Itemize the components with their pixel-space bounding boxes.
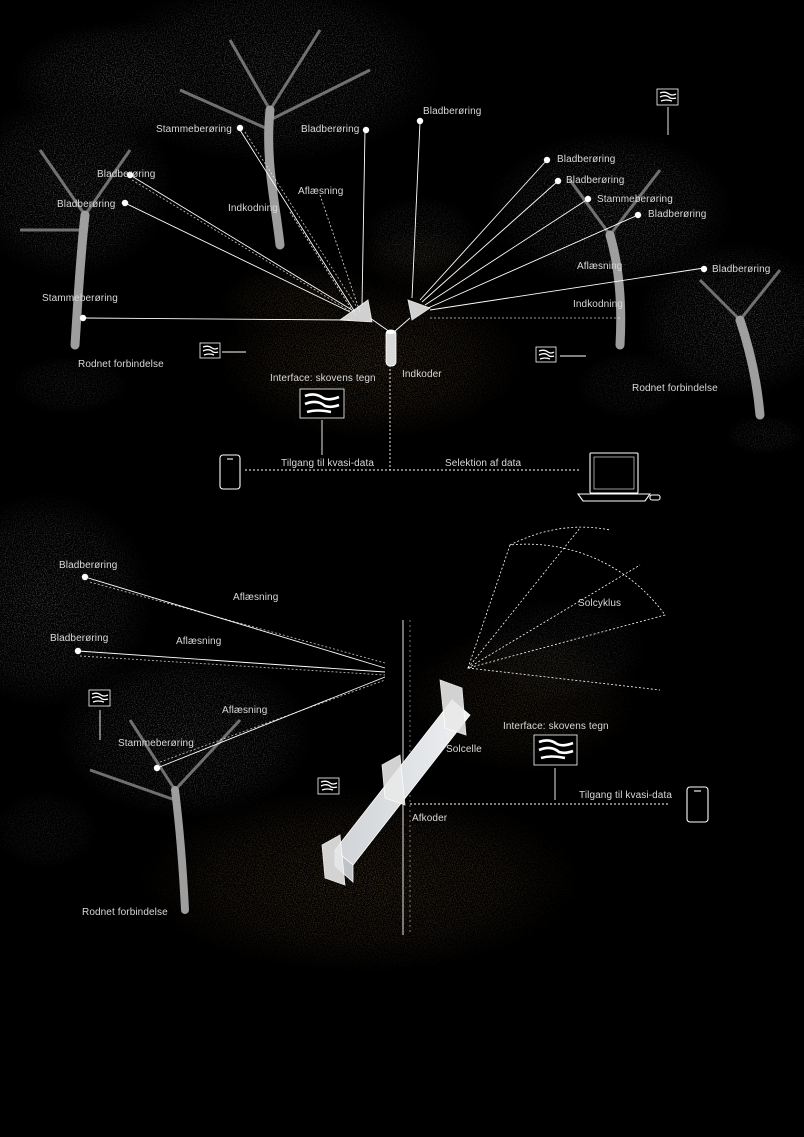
label-root-connection: Rodnet forbindelse: [78, 359, 164, 370]
label-decoder: Afkoder: [412, 813, 448, 824]
label-reading: Aflæsning: [577, 261, 623, 272]
label-encoding: Indkodning: [228, 203, 278, 214]
sun-cycle-fan: [467, 526, 666, 691]
tree-sign-icon: [656, 88, 679, 106]
diagram-1-nodes: [79, 117, 708, 322]
encoder-device-icon: [385, 329, 397, 367]
solar-cell-icon: [321, 679, 471, 886]
tree-sign-icon: [88, 689, 111, 707]
label-stem-touch: Stammeberøring: [42, 293, 118, 304]
label-stem-touch: Stammeberøring: [156, 124, 232, 135]
label-sun-cycle: Solcyklus: [578, 598, 622, 609]
tree-sign-icon: [199, 342, 221, 359]
label-interface: Interface: skovens tegn: [270, 373, 376, 384]
tree-sign-icon: [535, 346, 557, 363]
diagram-1-pointcloud: [0, 0, 804, 455]
label-access-quasi-data: Tilgang til kvasi-data: [281, 458, 374, 469]
diagram-1-connection-lines: [82, 107, 705, 471]
diagram-2-pointcloud: [0, 490, 650, 980]
label-interface: Interface: skovens tegn: [503, 721, 609, 732]
label-leaf-touch: Bladberøring: [712, 264, 771, 275]
diagram-1-sensor-prisms: [338, 299, 431, 323]
label-leaf-touch: Bladberøring: [566, 175, 625, 186]
label-leaf-touch: Bladberøring: [557, 154, 616, 165]
smartphone-icon: [219, 454, 241, 490]
label-stem-touch: Stammeberøring: [597, 194, 673, 205]
label-reading: Aflæsning: [233, 592, 279, 603]
label-leaf-touch: Bladberøring: [423, 106, 482, 117]
diagram-2-nodes: [74, 573, 161, 772]
label-root-connection: Rodnet forbindelse: [632, 383, 718, 394]
label-leaf-touch: Bladberøring: [57, 199, 116, 210]
label-reading: Aflæsning: [176, 636, 222, 647]
label-solar-cell: Solcelle: [446, 744, 482, 755]
label-encoder: Indkoder: [402, 369, 442, 380]
label-stem-touch: Stammeberøring: [118, 738, 194, 749]
diagram-2-connection-lines: [77, 576, 670, 935]
label-data-selection: Selektion af data: [445, 458, 522, 469]
label-reading: Aflæsning: [298, 186, 344, 197]
label-access-quasi-data: Tilgang til kvasi-data: [579, 790, 672, 801]
tree-sign-icon: [299, 388, 345, 419]
label-leaf-touch: Bladberøring: [301, 124, 360, 135]
label-encoding: Indkodning: [573, 299, 623, 310]
label-leaf-touch: Bladberøring: [97, 169, 156, 180]
tree-sign-icon: [533, 734, 578, 766]
label-root-connection: Rodnet forbindelse: [82, 907, 168, 918]
label-leaf-touch: Bladberøring: [648, 209, 707, 220]
tree-sign-icon: [317, 777, 340, 795]
laptop-icon: [576, 452, 661, 502]
label-reading: Aflæsning: [222, 705, 268, 716]
smartphone-icon: [686, 786, 709, 823]
label-leaf-touch: Bladberøring: [50, 633, 109, 644]
label-leaf-touch: Bladberøring: [59, 560, 118, 571]
